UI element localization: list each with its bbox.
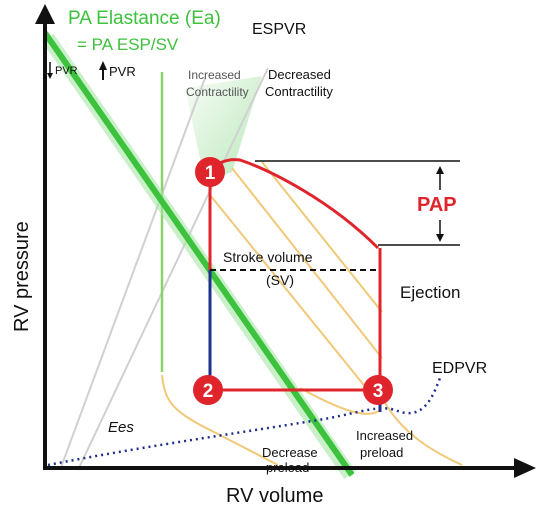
pvr-up-label: PVR <box>109 64 136 79</box>
decreased-contractility-line2: Contractility <box>265 84 333 99</box>
pvr-up-arrowhead <box>99 61 107 70</box>
stroke-volume-label-line2: (SV) <box>266 272 294 288</box>
point-2-label: 2 <box>203 381 214 402</box>
preload-diag-3 <box>261 161 383 313</box>
ea-formula: = PA ESP/SV <box>77 35 179 54</box>
preload-diag-1 <box>209 194 381 406</box>
pap-arrowhead-down <box>436 234 444 242</box>
decrease-preload-line2: preload <box>266 460 309 475</box>
x-axis-label: RV volume <box>226 485 323 507</box>
edpvr-label: EDPVR <box>432 360 487 377</box>
increased-preload-line2: preload <box>360 445 403 460</box>
y-axis-arrowhead <box>35 4 55 24</box>
pap-label: PAP <box>417 194 457 216</box>
point-3-label: 3 <box>373 381 384 402</box>
decreased-contractility-line1: Decreased <box>268 67 331 82</box>
increased-contractility-line1: Increased <box>188 68 241 82</box>
preload-diag-2 <box>231 167 383 359</box>
ees-line-steep <box>59 77 206 471</box>
ees-label: Ees <box>108 419 134 436</box>
edpvr-curve <box>47 377 442 467</box>
ea-line <box>42 31 355 477</box>
point-3: 3 <box>363 375 393 405</box>
stroke-volume-label-line1: Stroke volume <box>223 249 313 265</box>
y-axis-label: RV pressure <box>11 221 33 332</box>
ees-line-shallow <box>77 67 269 471</box>
ea-title: PA Elastance (Ea) <box>68 8 221 29</box>
preload-curve-right <box>381 397 463 466</box>
ejection-label: Ejection <box>400 283 460 302</box>
preload-curve-left <box>161 374 279 466</box>
increased-contractility-line2: Contractility <box>186 85 249 99</box>
pvr-down-label: PVR <box>55 65 78 77</box>
point-1: 1 <box>195 157 225 187</box>
contractility-range-fan <box>185 76 262 182</box>
espvr-label: ESPVR <box>252 21 306 38</box>
x-axis-arrowhead <box>514 458 536 478</box>
point-1-label: 1 <box>205 163 216 184</box>
pvr-down-arrowhead <box>47 73 53 79</box>
point-2: 2 <box>193 375 223 405</box>
increased-preload-line1: Increased <box>356 428 413 443</box>
decrease-preload-line1: Decrease <box>262 445 318 460</box>
preload-curve-mid <box>299 387 381 415</box>
pap-arrowhead-up <box>436 166 444 174</box>
